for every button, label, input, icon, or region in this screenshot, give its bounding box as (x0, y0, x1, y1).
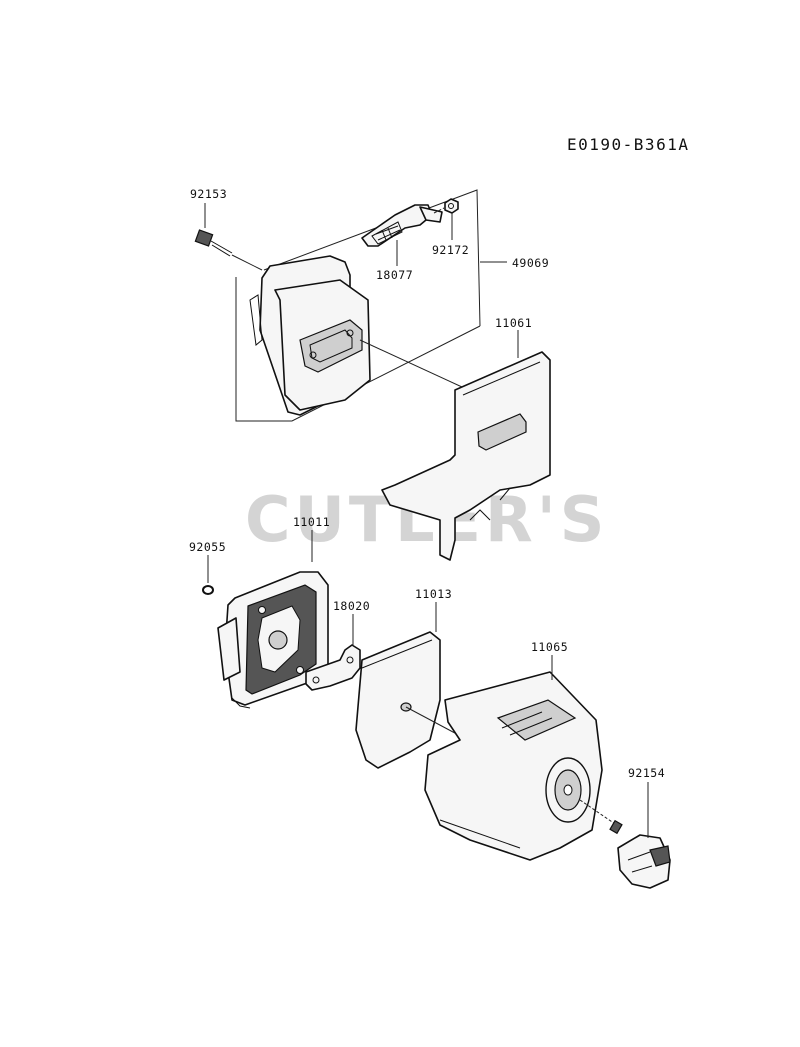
knob-link-line (579, 799, 619, 827)
group-bracket-lower (235, 277, 481, 422)
spark-screen-18077-icon (361, 204, 443, 247)
muffler-assembly-group (235, 189, 507, 422)
part-label-11065: 11065 (531, 640, 568, 654)
bolt-92153-icon (194, 229, 263, 271)
part-label-11011: 11011 (293, 515, 330, 529)
air-filter-base-11011-icon (217, 571, 329, 709)
part-label-18077: 18077 (376, 268, 413, 282)
nut-92172-icon (433, 198, 459, 214)
part-label-92154: 92154 (628, 766, 665, 780)
part-label-11061: 11061 (495, 316, 532, 330)
bracket-18020-icon (305, 644, 361, 691)
o-ring-92055-icon (202, 585, 214, 595)
part-label-92153: 92153 (190, 187, 227, 201)
muffler-gasket-link (359, 339, 463, 388)
filter-element-11013-icon (355, 631, 469, 769)
air-cleaner-cover-11065-icon (424, 671, 603, 861)
part-label-92055: 92055 (189, 540, 226, 554)
part-label-92172: 92172 (432, 243, 469, 257)
diagram-code: E0190-B361A (567, 135, 689, 154)
part-label-49069: 49069 (512, 256, 549, 270)
part-label-11013: 11013 (415, 587, 452, 601)
part-label-18020: 18020 (333, 599, 370, 613)
muffler-icon (249, 255, 463, 416)
group-bracket-upper (263, 189, 481, 327)
knob-92154-icon (579, 799, 671, 889)
heat-shield-11061-icon (381, 351, 551, 561)
